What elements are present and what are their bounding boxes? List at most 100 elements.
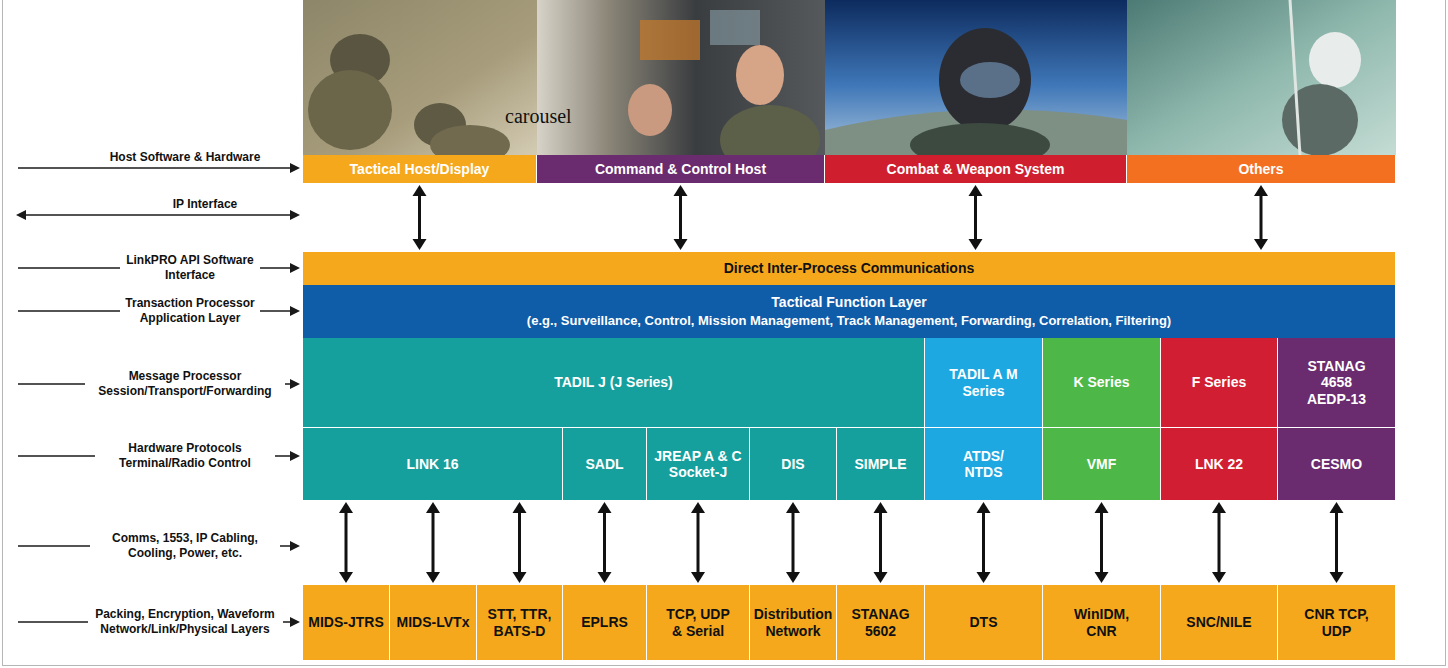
arrow-head xyxy=(598,572,612,583)
arrow-head xyxy=(513,502,527,513)
connector-line xyxy=(1260,194,1263,241)
layer-label: Packing, Encryption, Waveform Network/Li… xyxy=(88,607,283,637)
layer-label: IP Interface xyxy=(173,197,237,212)
arrow-head xyxy=(969,185,983,196)
layer-box: SADL xyxy=(563,428,646,500)
double-arrow xyxy=(1212,502,1226,583)
arrow-head xyxy=(290,617,300,627)
layer-box: JREAP A & C Socket-J xyxy=(647,428,749,500)
layer-box: Distribution Network xyxy=(750,585,836,660)
arrow-head xyxy=(513,572,527,583)
layer-box: CESMO xyxy=(1278,428,1395,500)
leader-arrow xyxy=(24,214,292,216)
layer-label: Message Processor Session/Transport/Forw… xyxy=(85,369,285,399)
arrow-head xyxy=(977,572,991,583)
connector-line xyxy=(345,511,348,574)
box-label: ATDS/ NTDS xyxy=(954,448,1014,480)
connector-line xyxy=(518,511,521,574)
layer-box: LINK 16 xyxy=(303,428,562,500)
layer-box: ATDS/ NTDS xyxy=(925,428,1042,500)
layer-box: VMF xyxy=(1043,428,1160,500)
arrow-head xyxy=(290,451,300,461)
photo-panel xyxy=(1127,0,1396,155)
box-label: K Series xyxy=(1073,374,1129,390)
arrow-head xyxy=(290,541,300,551)
arrow-head xyxy=(1212,572,1226,583)
box-label: (e.g., Surveillance, Control, Mission Ma… xyxy=(527,314,1171,329)
layer-box: Command & Control Host xyxy=(537,155,824,183)
box-label: Distribution Network xyxy=(753,606,833,638)
double-arrow xyxy=(598,502,612,583)
arrow-head xyxy=(290,210,300,220)
arrow-head xyxy=(1095,502,1109,513)
layer-box: STT, TTR, BATS-D xyxy=(477,585,562,660)
arrow-head xyxy=(786,572,800,583)
box-label: EPLRS xyxy=(581,614,628,630)
box-label: Tactical Host/Display xyxy=(350,161,490,177)
connector-line xyxy=(418,194,421,241)
connector-line xyxy=(432,511,435,574)
arrow-head xyxy=(786,502,800,513)
layer-box: SIMPLE xyxy=(837,428,924,500)
arrow-head xyxy=(674,185,688,196)
box-label: DTS xyxy=(970,614,998,630)
double-arrow xyxy=(786,502,800,583)
layer-box: Others xyxy=(1127,155,1395,183)
double-arrow xyxy=(977,502,991,583)
box-label: MIDS-LVTx xyxy=(397,614,470,630)
box-label: WinIDM, CNR xyxy=(1067,606,1137,638)
box-label: TADIL A M Series xyxy=(949,366,1019,398)
layer-label: Hardware Protocols Terminal/Radio Contro… xyxy=(95,441,275,471)
layer-label: LinkPRO API Software Interface xyxy=(120,253,260,283)
box-label: CESMO xyxy=(1311,456,1362,472)
arrow-head xyxy=(290,163,300,173)
layer-box: MIDS-JTRS xyxy=(303,585,389,660)
box-label: TADIL J (J Series) xyxy=(554,374,673,390)
arrow-head xyxy=(1212,502,1226,513)
box-label: STT, TTR, BATS-D xyxy=(484,606,556,638)
layer-box: Direct Inter-Process Communications xyxy=(303,252,1395,285)
arrow-head xyxy=(1095,572,1109,583)
double-arrow xyxy=(874,502,888,583)
arrow-head xyxy=(969,239,983,250)
box-label: SIMPLE xyxy=(854,456,906,472)
arrow-head xyxy=(977,502,991,513)
arrow-head xyxy=(426,572,440,583)
box-label: STANAG 5602 xyxy=(840,606,921,638)
connector-line xyxy=(974,194,977,241)
layer-box: STANAG 4658 AEDP-13 xyxy=(1278,338,1395,427)
arrow-head xyxy=(339,572,353,583)
layer-box: LNK 22 xyxy=(1161,428,1277,500)
connector-line xyxy=(1335,511,1338,574)
double-arrow xyxy=(969,185,983,250)
box-label: Tactical Function Layer xyxy=(771,294,926,310)
double-arrow xyxy=(513,502,527,583)
layer-label: Transaction Processor Application Layer xyxy=(120,296,260,326)
layer-box: DTS xyxy=(925,585,1042,660)
photo-figure xyxy=(736,45,784,105)
box-label: JREAP A & C Socket-J xyxy=(651,448,746,480)
box-label: TCP, UDP & Serial xyxy=(662,606,734,638)
arrow-head xyxy=(290,263,300,273)
box-label: MIDS-JTRS xyxy=(308,614,383,630)
double-arrow xyxy=(426,502,440,583)
box-label: DIS xyxy=(781,456,804,472)
layer-box: DIS xyxy=(750,428,836,500)
connector-line xyxy=(982,511,985,574)
photo-figure xyxy=(1309,32,1361,88)
box-label: Command & Control Host xyxy=(595,161,766,177)
arrow-head xyxy=(1254,185,1268,196)
connector-line xyxy=(697,511,700,574)
photo-figure xyxy=(939,28,1031,132)
arrow-head xyxy=(598,502,612,513)
double-arrow xyxy=(691,502,705,583)
layer-box: TADIL J (J Series) xyxy=(303,338,924,427)
box-label: Others xyxy=(1238,161,1283,177)
layer-box: K Series xyxy=(1043,338,1160,427)
arrow-head xyxy=(874,572,888,583)
arrow-head xyxy=(691,572,705,583)
box-label: VMF xyxy=(1087,456,1117,472)
arrow-head xyxy=(874,502,888,513)
photo-cable xyxy=(1290,0,1300,155)
